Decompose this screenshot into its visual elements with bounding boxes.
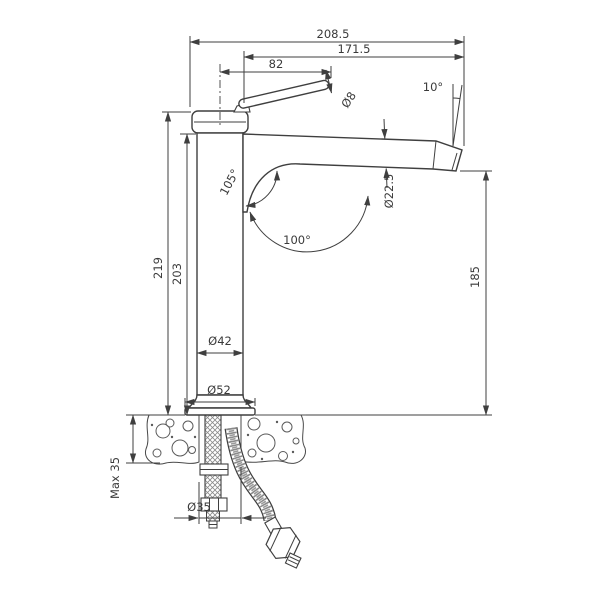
label-body-height: 203: [170, 263, 184, 285]
top-dimensions: 208.5 171.5 82: [189, 27, 465, 146]
aerator-joint-line: [432, 140, 437, 170]
label-max-deck-thickness: Max 35: [108, 457, 122, 499]
base-plate: [184, 407, 256, 416]
label-body-diameter: Ø42: [208, 334, 232, 348]
label-overall-length: 208.5: [317, 27, 350, 41]
hose-nipple: [284, 552, 302, 569]
outlet-height-dimension: 185: [306, 170, 492, 416]
label-spout-swivel-angle: 100°: [283, 233, 311, 247]
body-diameter-dimension: Ø42: [196, 334, 244, 357]
left-height-dimensions: 219 203: [126, 111, 196, 416]
threaded-rod: [204, 414, 222, 499]
label-outlet-height: 185: [468, 266, 482, 288]
spout-diameter-dimension: Ø22.5: [381, 118, 396, 209]
label-spout-diameter: Ø22.5: [382, 174, 396, 209]
label-spout-reach: 171.5: [338, 42, 371, 56]
hose-hex-nut: [265, 526, 301, 560]
label-handle-length: 82: [269, 57, 284, 71]
base-diameter-dimension: Ø52: [184, 383, 256, 406]
faucet: [184, 79, 463, 416]
label-handle-diameter: Ø8: [338, 89, 359, 110]
label-mounting-hole-diameter: Ø35: [187, 500, 211, 514]
label-aerator-angle: 10°: [423, 80, 443, 94]
handle-lever: [238, 79, 330, 109]
aerator-face-line: [451, 152, 458, 171]
deck-thickness-dimension: Max 35: [108, 414, 160, 499]
label-base-diameter: Ø52: [207, 383, 231, 397]
hole-diameter-dimension: Ø35: [174, 467, 266, 524]
countertop-cross-section: [126, 414, 492, 465]
aggregate-pattern: [150, 417, 300, 461]
flexible-supply-hose: [224, 427, 302, 569]
spout-swivel-angle-dimension: 100°: [249, 195, 371, 253]
spout: [242, 133, 463, 213]
label-total-height: 219: [151, 257, 165, 279]
aerator-angle-dimension: 10°: [423, 80, 463, 147]
